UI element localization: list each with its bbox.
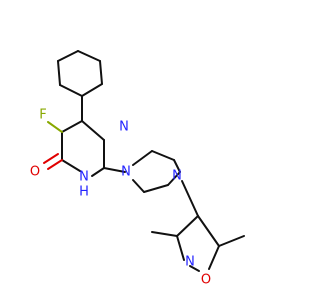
pyrimidine-bond [81,120,105,141]
atom-label-pyrimidine-n: N [119,120,129,135]
atom-label-layer: F O N H N N N N O [30,108,211,288]
phenyl-bond [57,60,61,86]
carbonyl-bond [47,159,63,170]
piperazine-bond [143,184,169,193]
atom-label-f: F [39,108,46,123]
atom-label-isoxazole-n: N [185,255,195,270]
piperazine-bond [173,159,181,173]
methyl-bond [151,231,178,237]
molecule-diagram: F O N H N N N N O [30,50,245,288]
isoxazole-bond [189,265,200,272]
phenyl-bond [77,50,101,62]
isoxazole-bond [208,245,220,270]
phenyl-bond [99,60,103,85]
atom-label-isoxazole-o: O [201,273,211,288]
pyrimidine-bond [91,167,105,177]
methylene-bond [181,180,199,217]
piperazine-bond [132,150,153,166]
methyl-bond [218,235,245,247]
isoxazole-bond [176,215,199,237]
carbonyl-bond [43,153,59,164]
atom-label-nh: N [79,170,89,185]
isoxazole-bond [197,215,220,247]
pyrimidine-bond [61,159,81,172]
piperazine-bond [151,150,175,161]
piperazine-bond [132,179,145,193]
atom-label-piperazine-n-right: N [172,169,182,184]
phenyl-bond [81,83,103,97]
atom-label-o: O [30,165,40,180]
structure-canvas: F O N H N N N N O [29,50,245,288]
piperazine-bond [167,171,181,186]
bond-layer [43,50,245,272]
fluorine-bond [47,121,63,133]
atom-label-piperazine-n-left: N [121,165,131,180]
pyrimidine-bond [61,120,83,133]
phenyl-bond [57,50,79,62]
atom-label-h: H [79,185,89,200]
pyrimidine-piperazine-bond [103,167,126,173]
isoxazole-bond [176,235,185,261]
phenyl-bond [59,84,83,97]
